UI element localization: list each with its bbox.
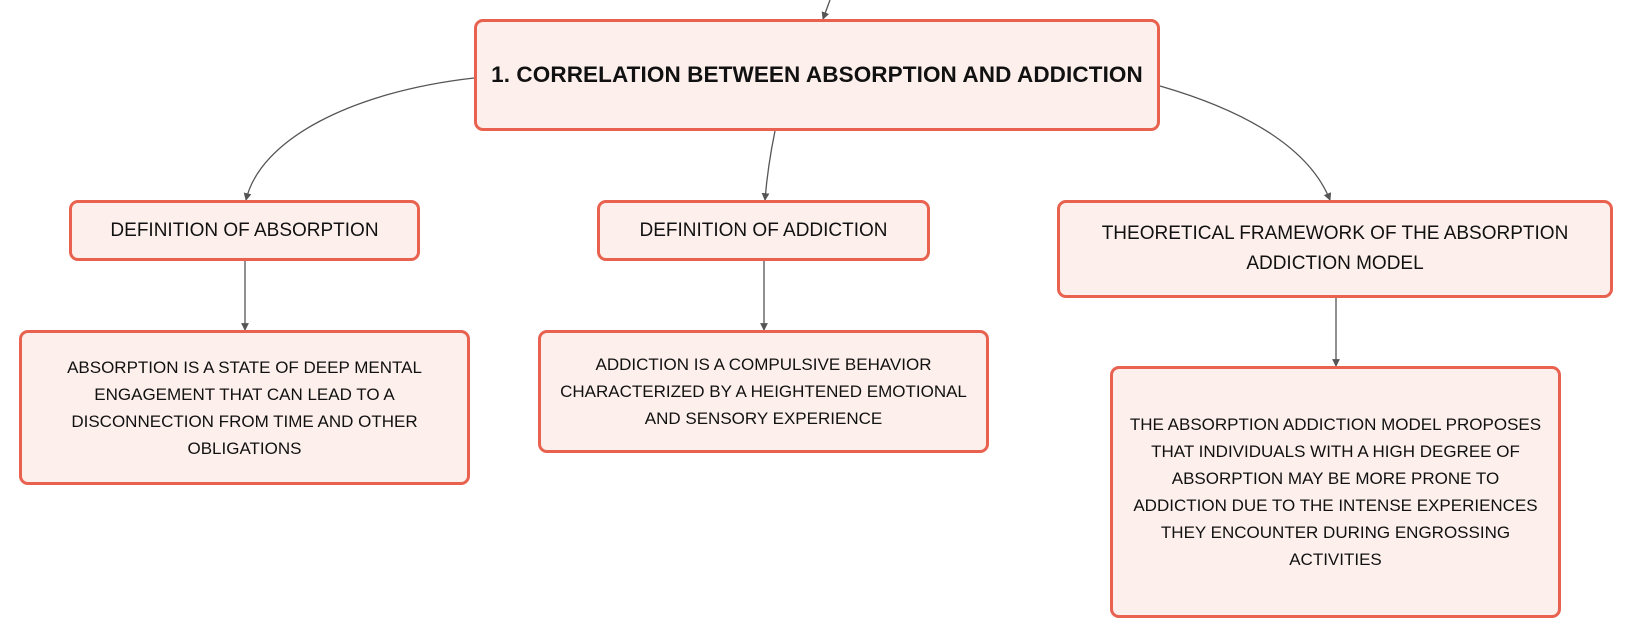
topic-label: THEORETICAL FRAMEWORK OF THE ABSORPTION … [1101,223,1569,274]
topic-label: DEFINITION OF ADDICTION [639,219,888,241]
topic-label: DEFINITION OF ABSORPTION [110,219,379,241]
detail-addiction[interactable]: ADDICTION IS A COMPULSIVE BEHAVIOR CHARA… [538,330,989,453]
detail-text: ADDICTION IS A COMPULSIVE BEHAVIOR CHARA… [560,355,967,428]
topic-theoretical-framework[interactable]: THEORETICAL FRAMEWORK OF THE ABSORPTION … [1057,200,1613,298]
connector-root-to-definition-addiction [761,130,776,201]
connector-incoming-root [821,0,831,20]
topic-definition-of-absorption[interactable]: DEFINITION OF ABSORPTION [69,200,420,261]
detail-absorption[interactable]: ABSORPTION IS A STATE OF DEEP MENTAL ENG… [19,330,470,485]
topic-definition-of-addiction[interactable]: DEFINITION OF ADDICTION [597,200,930,261]
detail-theoretical-framework[interactable]: THE ABSORPTION ADDICTION MODEL PROPOSES … [1110,366,1561,618]
detail-text: ABSORPTION IS A STATE OF DEEP MENTAL ENG… [67,357,422,458]
connector-root-to-theoretical-framework [1159,85,1332,201]
detail-text: THE ABSORPTION ADDICTION MODEL PROPOSES … [1129,415,1542,569]
root-topic-node[interactable]: 1. CORRELATION BETWEEN ABSORPTION AND AD… [474,19,1160,131]
connector-root-to-definition-absorption [243,77,475,201]
root-topic-label: 1. CORRELATION BETWEEN ABSORPTION AND AD… [491,62,1143,87]
